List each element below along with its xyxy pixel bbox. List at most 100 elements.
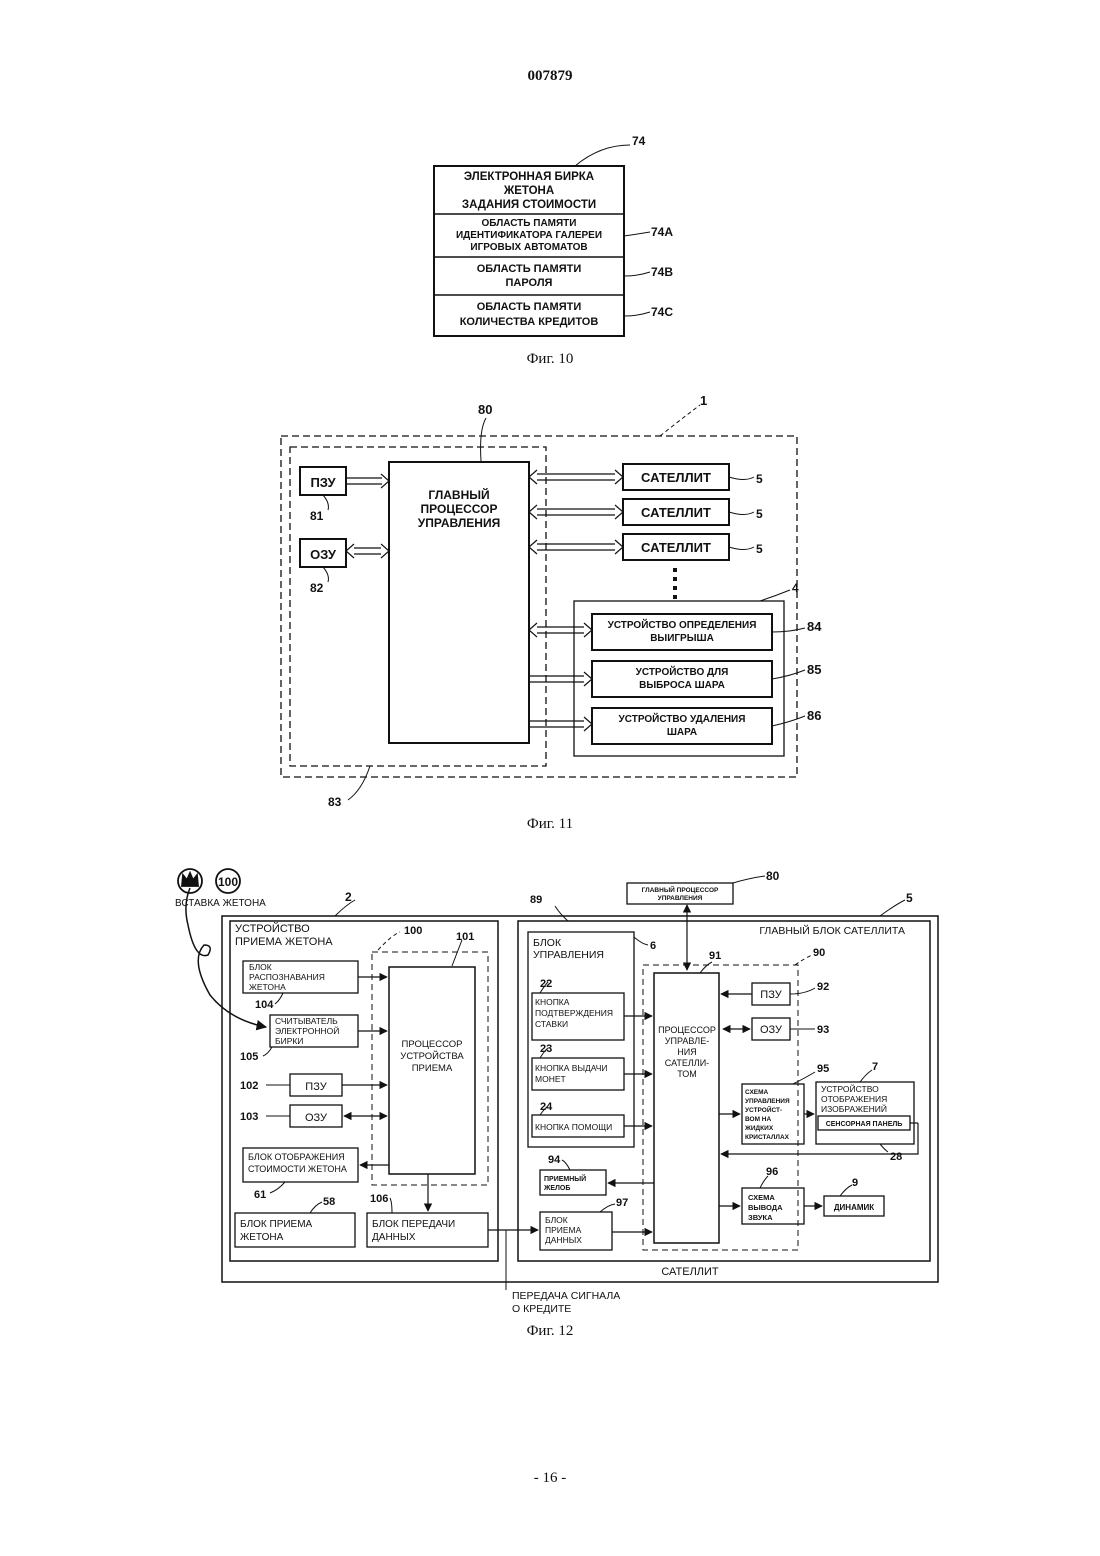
fig11-ref-4: 4 [792, 581, 799, 595]
fig12-rom-102-label: ПЗУ [305, 1081, 327, 1093]
fig12-acceptor-label: УСТРОЙСТВО ПРИЕМА ЖЕТОНА [235, 922, 333, 948]
fig12-token-ref-100: 100 [218, 875, 238, 889]
svg-text:КОЛИЧЕСТВА КРЕДИТОВ: КОЛИЧЕСТВА КРЕДИТОВ [460, 316, 599, 328]
fig12-ref-101: 101 [456, 931, 474, 943]
fig11-ref-85: 85 [807, 662, 821, 677]
svg-text:БЛОК: БЛОК [533, 937, 562, 949]
svg-text:ЖИДКИХ: ЖИДКИХ [744, 1125, 774, 1132]
fig10-ref-74b: 74B [651, 265, 673, 279]
fig11-ref-82: 82 [310, 581, 324, 595]
fig12-satellite-label: САТЕЛЛИТ [661, 1266, 719, 1278]
fig12-ref-105: 105 [240, 1051, 258, 1063]
fig10-area-c: ОБЛАСТЬ ПАМЯТИ КОЛИЧЕСТВА КРЕДИТОВ [460, 301, 599, 328]
fig11-satellite-3-label: САТЕЛЛИТ [641, 540, 711, 555]
fig11-device-84-label: УСТРОЙСТВО ОПРЕДЕЛЕНИЯ ВЫИГРЫША [608, 618, 757, 644]
svg-text:БЛОК: БЛОК [545, 1215, 568, 1225]
fig12-ref-89: 89 [530, 894, 542, 906]
fig11-ref-83: 83 [328, 795, 342, 809]
fig12-credit-signal-label: ПЕРЕДАЧА СИГНАЛА О КРЕДИТЕ [512, 1290, 620, 1315]
fig11-cpu-label: ГЛАВНЫЙ ПРОЦЕССОР УПРАВЛЕНИЯ [418, 487, 500, 530]
svg-text:ВЫБРОСА ШАРА: ВЫБРОСА ШАРА [639, 680, 725, 691]
svg-text:РАСПОЗНАВАНИЯ: РАСПОЗНАВАНИЯ [249, 972, 325, 982]
svg-text:ЗВУКА: ЗВУКА [748, 1213, 773, 1222]
svg-text:БИРКИ: БИРКИ [275, 1036, 303, 1046]
svg-text:СТАВКИ: СТАВКИ [535, 1019, 568, 1029]
fig12-speaker-label: ДИНАМИК [834, 1203, 874, 1212]
fig12-cpu-101-label: ПРОЦЕССОР УСТРОЙСТВА ПРИЕМА [400, 1039, 464, 1074]
svg-text:УСТРОЙСТВО ОПРЕДЕЛЕНИЯ: УСТРОЙСТВО ОПРЕДЕЛЕНИЯ [608, 618, 757, 631]
svg-text:САТЕЛЛИ-: САТЕЛЛИ- [665, 1058, 709, 1068]
svg-text:КНОПКА ВЫДАЧИ: КНОПКА ВЫДАЧИ [535, 1063, 608, 1073]
fig12-ram-93-label: ОЗУ [760, 1024, 783, 1036]
fig12-sound-label: СХЕМА ВЫВОДА ЗВУКА [748, 1193, 783, 1222]
fig12-ref-106: 106 [370, 1193, 388, 1205]
svg-text:ПРИЕМА ЖЕТОНА: ПРИЕМА ЖЕТОНА [235, 936, 333, 948]
svg-text:УПРАВЛЕ-: УПРАВЛЕ- [665, 1036, 709, 1046]
svg-text:ТОМ: ТОМ [677, 1069, 697, 1079]
fig12-touch-panel-label: СЕНСОРНАЯ ПАНЕЛЬ [826, 1121, 903, 1128]
fig12-btn-help-label: КНОПКА ПОМОЩИ [535, 1122, 612, 1132]
fig10-area-a: ОБЛАСТЬ ПАМЯТИ ИДЕНТИФИКАТОРА ГАЛЕРЕИ ИГ… [456, 218, 602, 253]
svg-text:БЛОК: БЛОК [249, 962, 272, 972]
svg-text:ПРИЕМА: ПРИЕМА [545, 1225, 582, 1235]
fig11-rom-label: ПЗУ [310, 475, 336, 490]
fig12-data-tx-label: БЛОК ПЕРЕДАЧИ ДАННЫХ [372, 1219, 455, 1243]
svg-text:КНОПКА: КНОПКА [535, 997, 570, 1007]
fig12-token-insert-label: ВСТАВКА ЖЕТОНА [175, 898, 266, 909]
svg-text:ОБЛАСТЬ ПАМЯТИ: ОБЛАСТЬ ПАМЯТИ [477, 301, 582, 313]
fig11-ref-81: 81 [310, 509, 324, 523]
svg-text:ПРИЕМНЫЙ: ПРИЕМНЫЙ [544, 1174, 586, 1183]
svg-text:ЖЕЛОБ: ЖЕЛОБ [543, 1185, 570, 1192]
document-number: 007879 [528, 68, 573, 84]
fig11-ref-5c: 5 [756, 542, 763, 556]
svg-text:УСТРОЙСТВО: УСТРОЙСТВО [235, 922, 310, 935]
svg-text:ЖЕТОНА: ЖЕТОНА [503, 185, 554, 197]
fig12-btn-bet-label: КНОПКА ПОДТВЕРЖДЕНИЯ СТАВКИ [535, 997, 613, 1029]
fig11-ref-1: 1 [700, 393, 707, 408]
svg-text:ПРОЦЕССОР: ПРОЦЕССОР [421, 502, 498, 516]
svg-text:ОБЛАСТЬ ПАМЯТИ: ОБЛАСТЬ ПАМЯТИ [482, 218, 577, 229]
fig12-main-block-label: ГЛАВНЫЙ БЛОК САТЕЛЛИТА [759, 924, 905, 937]
fig10-ref-74: 74 [632, 134, 646, 148]
svg-text:СТОИМОСТИ ЖЕТОНА: СТОИМОСТИ ЖЕТОНА [248, 1164, 347, 1174]
svg-text:ГЛАВНЫЙ ПРОЦЕССОР: ГЛАВНЫЙ ПРОЦЕССОР [642, 885, 719, 894]
svg-text:ЖЕТОНА: ЖЕТОНА [240, 1232, 284, 1243]
svg-text:УПРАВЛЕНИЯ: УПРАВЛЕНИЯ [658, 895, 703, 902]
svg-text:СЧИТЫВАТЕЛЬ: СЧИТЫВАТЕЛЬ [275, 1016, 338, 1026]
fig12-ref-104: 104 [255, 999, 274, 1011]
fig12-ref-93: 93 [817, 1024, 829, 1036]
svg-text:ПОДТВЕРЖДЕНИЯ: ПОДТВЕРЖДЕНИЯ [535, 1008, 613, 1018]
fig12-control-block-label: БЛОК УПРАВЛЕНИЯ [533, 937, 604, 961]
fig12-ref-103: 103 [240, 1111, 258, 1123]
fig12-ref-91: 91 [709, 950, 721, 962]
fig12-sat-cpu-label: ПРОЦЕССОР УПРАВЛЕ- НИЯ САТЕЛЛИ- ТОМ [658, 1025, 716, 1079]
fig12-main-cpu-80-label: ГЛАВНЫЙ ПРОЦЕССОР УПРАВЛЕНИЯ [642, 885, 719, 902]
fig12-caption: Фиг. 12 [527, 1323, 574, 1339]
fig12-recognizer-label: БЛОК РАСПОЗНАВАНИЯ ЖЕТОНА [249, 962, 325, 992]
svg-text:УСТРОЙСТ-: УСТРОЙСТ- [745, 1105, 782, 1114]
svg-text:НИЯ: НИЯ [677, 1047, 696, 1057]
fig11-satellite-2-label: САТЕЛЛИТ [641, 505, 711, 520]
svg-text:ВЫВОДА: ВЫВОДА [748, 1203, 783, 1212]
svg-text:ДАННЫХ: ДАННЫХ [372, 1232, 416, 1243]
fig12-ref-92: 92 [817, 981, 829, 993]
fig10-area-b: ОБЛАСТЬ ПАМЯТИ ПАРОЛЯ [477, 263, 582, 289]
svg-text:ПРИЕМА: ПРИЕМА [412, 1063, 453, 1074]
svg-text:ЭЛЕКТРОННОЙ: ЭЛЕКТРОННОЙ [275, 1025, 339, 1036]
fig12-btn-payout-label: КНОПКА ВЫДАЧИ МОНЕТ [535, 1063, 608, 1084]
svg-text:БЛОК ПРИЕМА: БЛОК ПРИЕМА [240, 1219, 313, 1230]
svg-text:ЗАДАНИЯ СТОИМОСТИ: ЗАДАНИЯ СТОИМОСТИ [462, 199, 596, 211]
fig12-chute-label: ПРИЕМНЫЙ ЖЕЛОБ [543, 1174, 586, 1192]
svg-text:УСТРОЙСТВО: УСТРОЙСТВО [821, 1083, 879, 1094]
svg-text:ВЫИГРЫША: ВЫИГРЫША [650, 633, 714, 644]
fig12-ref-5: 5 [906, 891, 913, 905]
fig11-device-86-label: УСТРОЙСТВО УДАЛЕНИЯ ШАРА [619, 712, 746, 738]
fig11-more-satellites-dots [673, 568, 677, 599]
fig12-ref-100: 100 [404, 925, 422, 937]
svg-text:ОТОБРАЖЕНИЯ: ОТОБРАЖЕНИЯ [821, 1094, 887, 1104]
fig12-ref-61: 61 [254, 1189, 266, 1201]
fig12-ref-97: 97 [616, 1197, 628, 1209]
fig10-caption: Фиг. 10 [527, 351, 574, 367]
fig12-tag-reader-label: СЧИТЫВАТЕЛЬ ЭЛЕКТРОННОЙ БИРКИ [275, 1016, 339, 1046]
